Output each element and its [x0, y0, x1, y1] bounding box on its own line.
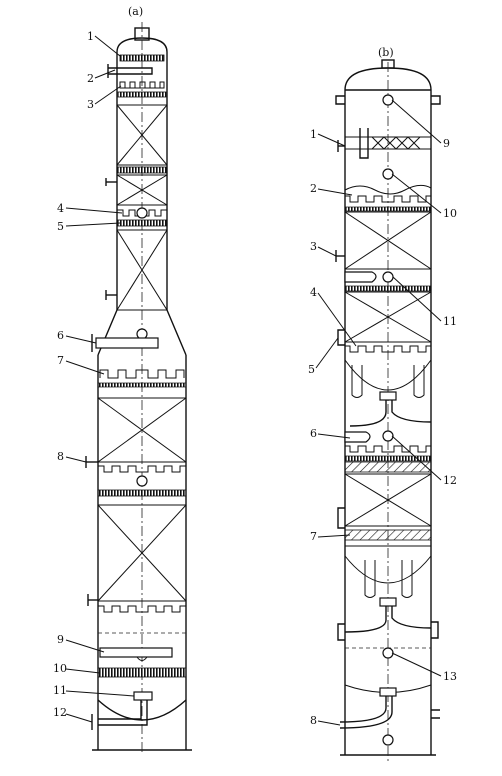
- label-a-4: 4: [57, 202, 64, 215]
- support-plate-a: [116, 219, 168, 227]
- label-a-12: 12: [53, 706, 67, 719]
- label-b-10: 10: [443, 207, 457, 220]
- label-a-10: 10: [53, 662, 67, 675]
- label-a-3: 3: [87, 98, 94, 111]
- reflux-inlet-a: [108, 67, 153, 75]
- label-a-8: 8: [57, 450, 64, 463]
- label-b-11: 11: [443, 315, 457, 328]
- label-a-1: 1: [87, 30, 94, 43]
- label-a-5: 5: [57, 220, 64, 233]
- packing-bed-b1: [344, 211, 432, 270]
- label-a-9: 9: [57, 633, 64, 646]
- label-b-5: 5: [308, 363, 315, 376]
- label-a-11: 11: [53, 684, 67, 697]
- top-distributor-a: [119, 54, 165, 62]
- label-b-7: 7: [310, 530, 317, 543]
- packing-bed-b2: [344, 291, 432, 343]
- packing-bed-a1: [116, 104, 168, 166]
- label-a-7: 7: [57, 354, 64, 367]
- packing-bed-b3: [344, 473, 432, 527]
- packing-bed-a3: [116, 229, 168, 311]
- label-b-13: 13: [443, 670, 457, 683]
- feed-pipe-a: [95, 337, 159, 349]
- packing-bed-a4: [97, 397, 187, 463]
- caption-b: (b): [378, 46, 394, 59]
- packing-bed-a5: [97, 504, 187, 602]
- column-b: (b): [335, 46, 441, 762]
- label-b-12: 12: [443, 474, 457, 487]
- label-b-8: 8: [310, 714, 317, 727]
- packing-bed-a2: [116, 174, 168, 206]
- caption-a: (a): [128, 5, 143, 18]
- label-b-6: 6: [310, 427, 317, 440]
- label-b-1: 1: [310, 128, 317, 141]
- gas-inlet-a: [99, 647, 173, 658]
- label-a-2: 2: [87, 72, 94, 85]
- top-dome-a: [116, 37, 168, 53]
- label-b-2: 2: [310, 182, 317, 195]
- label-a-6: 6: [57, 329, 64, 342]
- outlet-box-a: [133, 691, 153, 701]
- labels-b: 1 2 3 4 5 6 7 8 9 10 11 12 13: [308, 99, 457, 727]
- label-b-4: 4: [310, 286, 317, 299]
- label-b-9: 9: [443, 137, 450, 150]
- label-b-3: 3: [310, 240, 317, 253]
- labels-a: 1 2 3 4 5 6 7 8 9 10 11 12: [53, 30, 135, 723]
- column-a: (a): [85, 5, 192, 755]
